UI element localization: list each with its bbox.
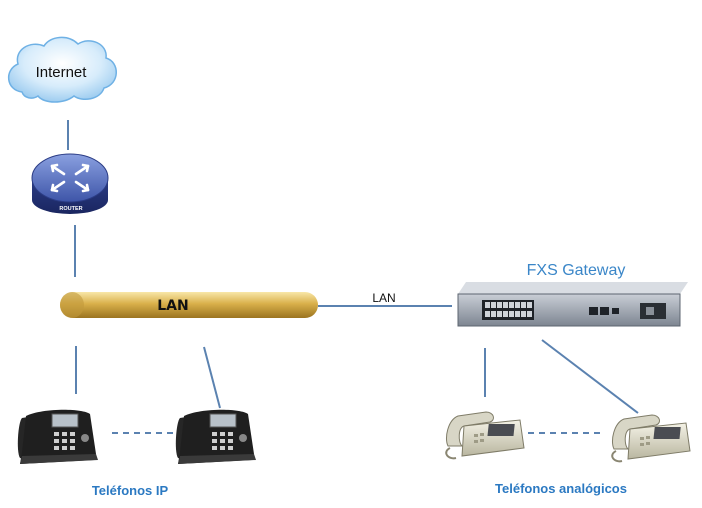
internet-cloud: Internet bbox=[8, 36, 117, 103]
connection-lines bbox=[67, 120, 639, 434]
lan-bar-label: LAN bbox=[157, 298, 188, 314]
ip-phone-1-icon bbox=[17, 409, 98, 464]
ip-phones-label: Teléfonos IP bbox=[92, 483, 169, 498]
link-lan-ipphone-2 bbox=[203, 346, 221, 409]
router-label: ROUTER bbox=[59, 206, 82, 212]
router-arrows-icon bbox=[50, 163, 90, 193]
analog-phones-label: Teléfonos analógicos bbox=[495, 481, 627, 496]
cloud-shape bbox=[8, 36, 117, 103]
lan-bar: LAN bbox=[60, 292, 318, 318]
analog-phone-1-icon bbox=[445, 411, 525, 460]
analog-phone-2-icon bbox=[611, 414, 691, 463]
ip-phone-2-icon bbox=[175, 409, 256, 464]
internet-label: Internet bbox=[36, 64, 88, 81]
router-icon: ROUTER bbox=[31, 153, 109, 214]
link-gateway-analog-2 bbox=[541, 339, 639, 414]
fxs-gateway-device bbox=[457, 282, 688, 327]
gateway-label: FXS Gateway bbox=[527, 262, 626, 279]
lan-link-label: LAN bbox=[372, 291, 395, 305]
